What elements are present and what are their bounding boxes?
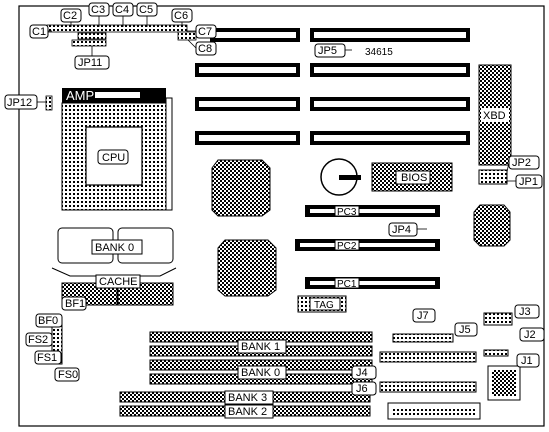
amp-label: AMP	[66, 88, 94, 103]
tag-label: TAG	[314, 300, 334, 311]
fs0-label: FS0	[58, 369, 78, 381]
cache-sram: BANK 0 CACHE	[51, 227, 177, 306]
j1-label: J1	[521, 355, 533, 367]
pc3-label: PC3	[337, 207, 357, 218]
chipsets	[211, 159, 511, 297]
xbd-chip: XBD	[478, 64, 512, 166]
jp5-label: JP5	[318, 45, 337, 57]
jp12-label: JP12	[7, 97, 32, 109]
jp12-header	[45, 95, 53, 111]
c4-label: C4	[115, 4, 129, 16]
cpu-socket: AMP CPU	[61, 88, 173, 211]
jp4-label: JP4	[392, 224, 411, 236]
bank1-label: BANK 1	[241, 341, 280, 353]
j2-label: J2	[524, 329, 536, 341]
j6-label: J6	[356, 383, 368, 395]
expansion-slots	[195, 28, 470, 145]
bios-chip: BIOS	[371, 162, 453, 192]
tag-ram: TAG	[297, 295, 347, 313]
cpu-label: CPU	[102, 152, 125, 164]
c5-label: C5	[139, 4, 153, 16]
callout-labels: C1 C2 C3 C4 C5 C6 C7 C8 JP11 JP12 JP5 34…	[7, 4, 538, 395]
battery	[320, 158, 361, 196]
j4-label: J4	[356, 367, 368, 379]
io-connectors	[51, 169, 521, 420]
j5-label: J5	[459, 324, 471, 336]
c8-label: C8	[198, 43, 212, 55]
fs1-label: FS1	[37, 352, 57, 364]
simm-banks: BANK 1 BANK 0 BANK 3 BANK 2	[119, 331, 373, 419]
pc2-label: PC2	[337, 241, 357, 252]
j3-label: J3	[519, 306, 531, 318]
cache-label: CACHE	[99, 276, 138, 288]
bios-label: BIOS	[401, 172, 427, 184]
bank2-label: BANK 2	[228, 406, 267, 418]
c1-label: C1	[32, 26, 46, 38]
leader-lines	[37, 16, 516, 230]
callouts	[4, 2, 545, 396]
cache-bank0-label: BANK 0	[95, 242, 134, 254]
pc-slots: PC3 PC2 PC1	[295, 205, 440, 290]
pc1-label: PC1	[337, 279, 357, 290]
fs2-label: FS2	[28, 334, 48, 346]
bf1-label: BF1	[65, 298, 85, 310]
bf0-label: BF0	[38, 315, 58, 327]
bank0-label: BANK 0	[241, 367, 280, 379]
c6-label: C6	[174, 10, 188, 22]
jp2-label: JP2	[512, 157, 531, 169]
c7-label: C7	[198, 26, 212, 38]
part-number: 34615	[365, 47, 393, 58]
jp11-header	[71, 39, 107, 47]
j7-label: J7	[417, 310, 429, 322]
jp11-label: JP11	[78, 57, 102, 69]
c2-label: C2	[63, 10, 77, 22]
bank3-label: BANK 3	[228, 392, 267, 404]
c3-label: C3	[91, 4, 105, 16]
jp1-label: JP1	[519, 176, 538, 188]
xbd-label: XBD	[483, 110, 506, 122]
